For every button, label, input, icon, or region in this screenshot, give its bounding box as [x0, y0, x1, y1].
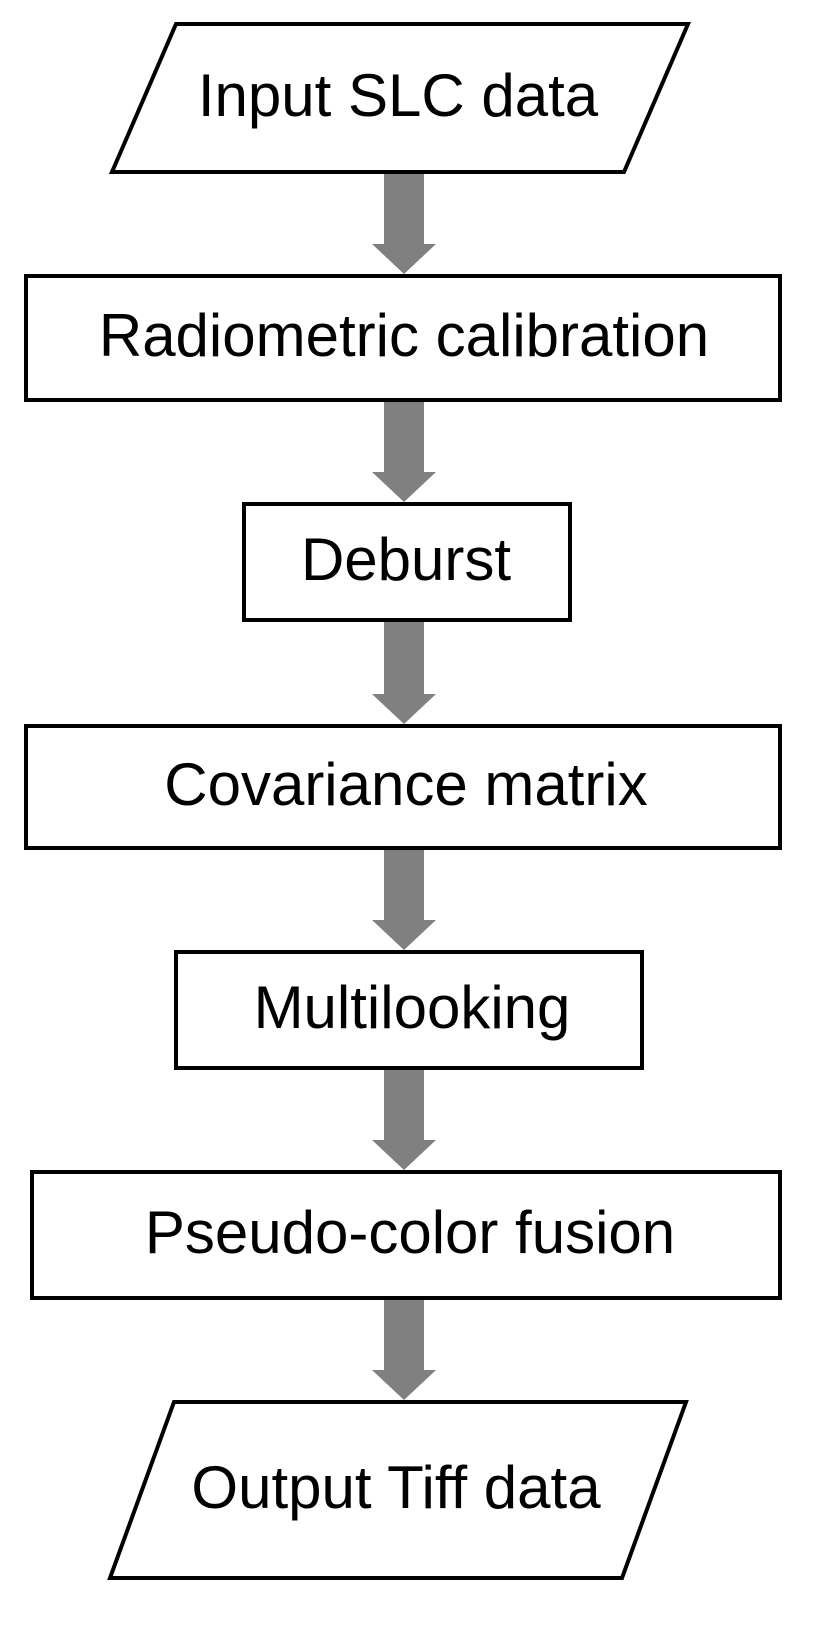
flow-node-input: Input SLC data [108, 22, 692, 174]
rectangle-shape [24, 274, 782, 402]
node-label: Pseudo-color fusion [145, 1199, 675, 1266]
flow-node-deburst: Deburst [242, 502, 572, 622]
flow-node-output: Output Tiff data [107, 1400, 689, 1580]
flow-node-covariance: Covariance matrix [24, 724, 782, 850]
flow-arrow-radiometric-to-deburst [372, 402, 436, 502]
rectangle-shape [24, 724, 782, 850]
arrow-shaft [384, 402, 424, 472]
arrow-shaft [384, 850, 424, 920]
down-arrow-icon [372, 472, 436, 502]
flow-node-multilooking: Multilooking [174, 950, 644, 1070]
rectangle-shape [174, 950, 644, 1070]
down-arrow-icon [372, 1370, 436, 1400]
arrows-layer [372, 174, 436, 1400]
rectangle-shape [242, 502, 572, 622]
arrow-shaft [384, 622, 424, 694]
flow-arrow-covariance-to-multilooking [372, 850, 436, 950]
flow-arrow-deburst-to-covariance [372, 622, 436, 724]
rectangle-shape [30, 1170, 782, 1300]
down-arrow-icon [372, 1140, 436, 1170]
node-label: Multilooking [254, 974, 571, 1041]
parallelogram-shape [108, 22, 692, 174]
node-label: Deburst [301, 526, 511, 593]
flow-arrow-input-to-radiometric [372, 174, 436, 274]
node-label: Input SLC data [198, 62, 599, 129]
down-arrow-icon [372, 244, 436, 274]
node-label: Radiometric calibration [99, 302, 709, 369]
flow-arrow-pseudocolor-to-output [372, 1300, 436, 1400]
parallelogram-shape [107, 1400, 689, 1580]
arrow-shaft [384, 174, 424, 244]
down-arrow-icon [372, 920, 436, 950]
arrow-shaft [384, 1300, 424, 1370]
node-label: Output Tiff data [191, 1454, 601, 1521]
flow-node-radiometric: Radiometric calibration [24, 274, 782, 402]
node-label: Covariance matrix [164, 751, 648, 818]
flow-arrow-multilooking-to-pseudocolor [372, 1070, 436, 1170]
arrow-shaft [384, 1070, 424, 1140]
flow-node-pseudocolor: Pseudo-color fusion [30, 1170, 782, 1300]
down-arrow-icon [372, 694, 436, 724]
